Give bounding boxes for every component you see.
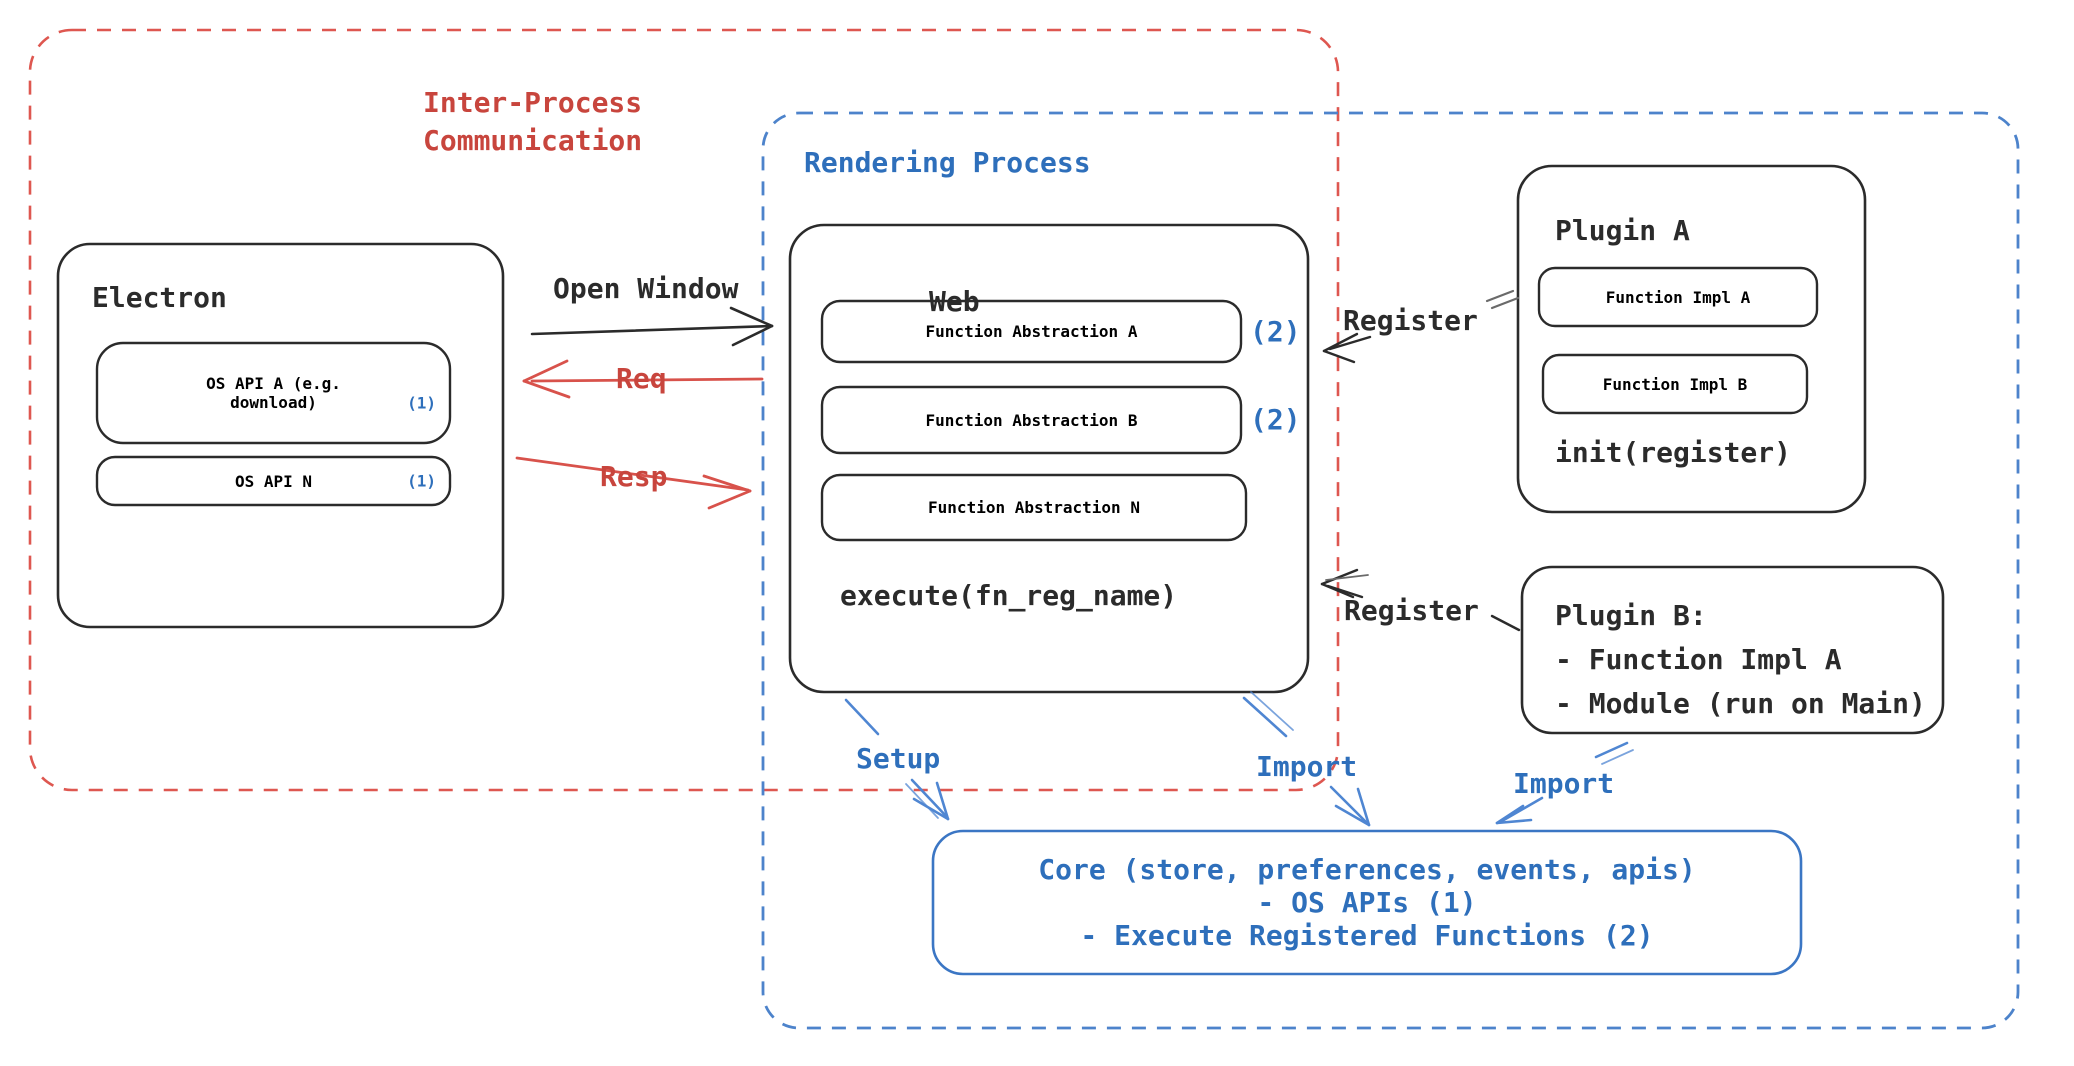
function-abstraction-a-badge: (2) [1250, 315, 1301, 348]
setup-arrow [844, 698, 950, 821]
electron-title: Electron [92, 281, 227, 314]
function-abstraction-a-box [820, 299, 1243, 364]
function-abstraction-b-box [820, 385, 1243, 455]
core-line-2: - OS APIs (1) [1257, 886, 1477, 919]
core-box [931, 829, 1803, 976]
plugin-b-title: Plugin B: [1555, 599, 1707, 632]
resp-arrow [515, 456, 752, 510]
function-abstraction-b-label: Function Abstraction B [925, 410, 1138, 430]
function-impl-b-box [1541, 353, 1809, 415]
rendering-process-label: Rendering Process [804, 146, 1091, 179]
core-content: Core (store, preferences, events, apis) … [933, 831, 1801, 974]
import-right-label: Import [1513, 767, 1615, 800]
function-impl-a-box [1537, 266, 1819, 328]
web-box [788, 223, 1310, 694]
plugin-b-item-1: - Function Impl A [1555, 643, 1842, 676]
os-api-a-line1: OS API A (e.g. [206, 374, 341, 393]
plugin-a-title: Plugin A [1555, 214, 1690, 247]
plugin-a-box [1516, 164, 1867, 514]
init-register-label: init(register) [1555, 436, 1792, 469]
execute-label: execute(fn_reg_name) [840, 579, 1178, 612]
rendering-process-dashed-box [761, 111, 2020, 1030]
req-label: Req [616, 362, 667, 395]
function-impl-b-label: Function Impl B [1602, 374, 1748, 394]
os-api-a-content: OS API A (e.g. download) (1) [97, 343, 450, 443]
web-title: Web [929, 285, 980, 318]
plugin-b-item-2: - Module (run on Main) [1555, 687, 1926, 720]
register-bottom-label: Register [1344, 594, 1479, 627]
os-api-a-badge: (1) [407, 393, 436, 412]
function-abstraction-n-label: Function Abstraction N [928, 498, 1140, 517]
os-api-n-badge: (1) [407, 471, 436, 491]
register-bottom-arrow [1320, 568, 1521, 632]
resp-label: Resp [600, 460, 668, 493]
register-top-label: Register [1343, 304, 1478, 337]
ipc-dashed-box [28, 28, 1340, 792]
core-line-1: Core (store, preferences, events, apis) [1038, 853, 1696, 886]
os-api-n-label: OS API N [234, 471, 313, 491]
import-mid-label: Import [1256, 750, 1358, 783]
plugin-b-box [1520, 565, 1945, 735]
os-api-n-box [95, 455, 452, 507]
plugin-b-content: Plugin B: - Function Impl A - Module (ru… [1555, 594, 1926, 726]
function-abstraction-b-badge: (2) [1250, 403, 1301, 436]
register-top-arrow [1322, 289, 1520, 364]
import-right-arrow [1495, 741, 1634, 825]
function-abstraction-n-box [820, 473, 1248, 542]
open-window-arrow [530, 306, 774, 347]
os-api-a-line2: download) [230, 393, 317, 412]
os-api-a-box [95, 341, 452, 445]
open-window-label: Open Window [553, 272, 739, 305]
req-arrow [522, 359, 764, 399]
import-mid-arrow [1242, 691, 1371, 827]
core-line-3: - Execute Registered Functions (2) [1080, 919, 1654, 952]
os-api-n-content: OS API N (1) [97, 457, 450, 505]
setup-label: Setup [856, 742, 941, 775]
function-abstraction-a-label: Function Abstraction A [925, 322, 1138, 341]
function-impl-a-label: Function Impl A [1605, 287, 1751, 307]
